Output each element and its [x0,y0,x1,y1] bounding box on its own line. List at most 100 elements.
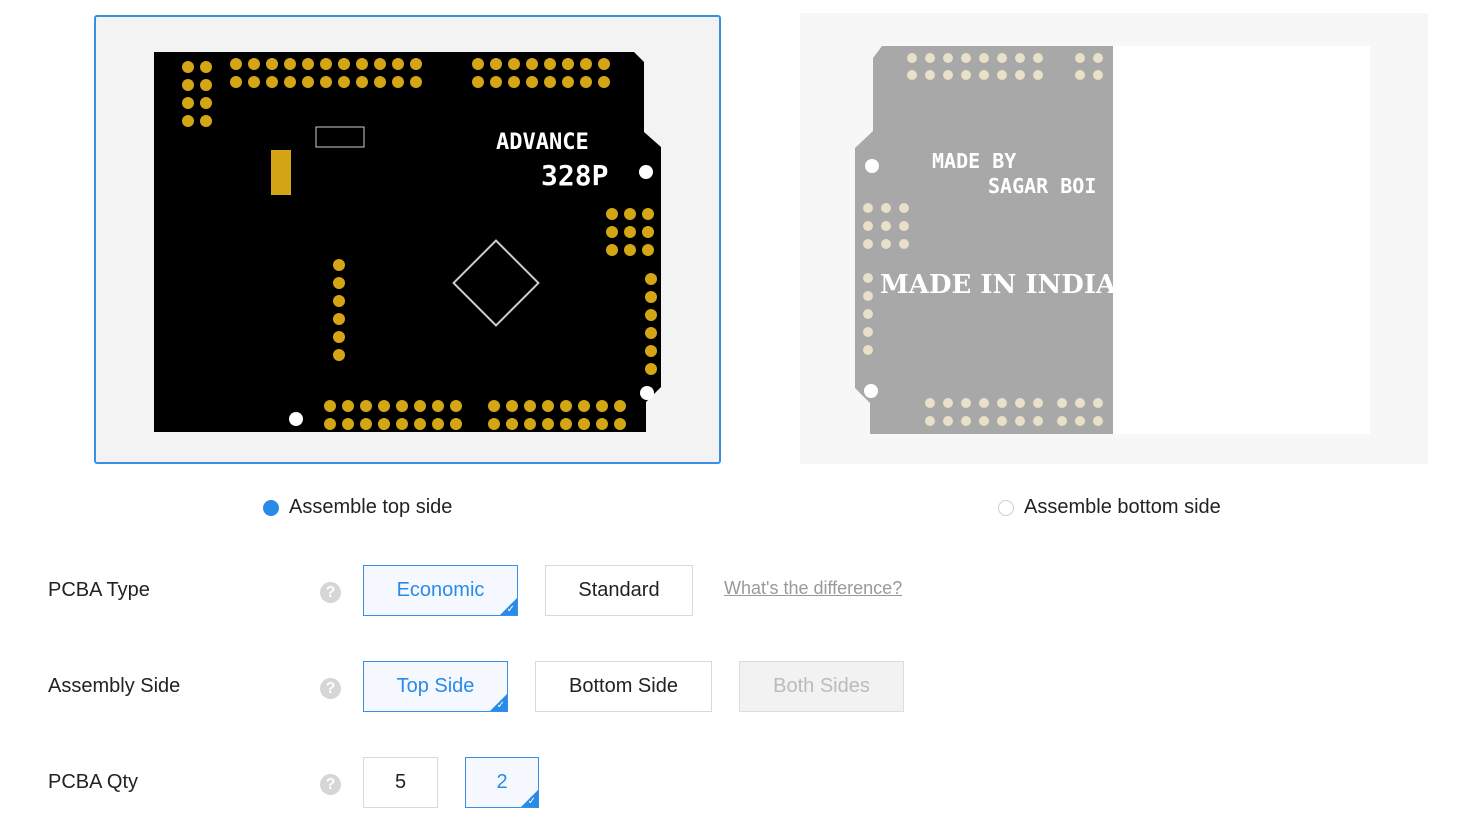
pad [645,345,657,357]
pad [1015,70,1025,80]
pad [472,76,484,88]
pad [360,400,372,412]
pad [863,203,873,213]
assemble-top-label: Assemble top side [289,496,453,518]
pad [490,58,502,70]
pad [414,400,426,412]
pad [524,400,536,412]
radio-unchecked-icon [998,499,1014,516]
pad [333,349,345,361]
pad [248,76,260,88]
pad [333,259,345,271]
pad [374,58,386,70]
pcb-bottom-image: MADE BY SAGAR BOI MADE IN INDIA [855,46,1370,434]
pad [606,208,618,220]
pad [1075,398,1085,408]
pad [863,291,873,301]
pad [863,327,873,337]
help-icon[interactable]: ? [320,678,341,699]
pad [1075,70,1085,80]
pad [562,58,574,70]
pad [182,61,194,73]
both-sides-button: Both Sides [739,661,904,712]
pcb-top-image: ADVANCE 328P [154,52,661,432]
pad [392,76,404,88]
pad [1015,398,1025,408]
pad [410,58,422,70]
pad [333,313,345,325]
pad [182,97,194,109]
pad [614,400,626,412]
pad [881,221,891,231]
svg-text:ADVANCE: ADVANCE [496,130,589,155]
pad [1093,70,1103,80]
bottom-side-button[interactable]: Bottom Side [535,661,712,712]
pad [624,208,636,220]
pad [598,76,610,88]
pad [378,400,390,412]
standard-button[interactable]: Standard [545,565,693,616]
pad [578,400,590,412]
pad [943,70,953,80]
top-side-button[interactable]: Top Side✓ [363,661,508,712]
pad [863,221,873,231]
pad [881,203,891,213]
pad [302,76,314,88]
help-icon[interactable]: ? [320,582,341,603]
pad [925,53,935,63]
pad [606,226,618,238]
pad [560,400,572,412]
radio-checked-icon [263,499,279,516]
help-icon[interactable]: ? [320,774,341,795]
pad [961,416,971,426]
pad [979,70,989,80]
pad [450,418,462,430]
pad [943,53,953,63]
pad [863,345,873,355]
assemble-top-radio[interactable]: Assemble top side [263,496,452,519]
pad [302,58,314,70]
pad [881,239,891,249]
pad [542,400,554,412]
pad [508,76,520,88]
pad [1057,416,1067,426]
pad [488,418,500,430]
pad [338,76,350,88]
pad [614,418,626,430]
difference-link[interactable]: What's the difference? [724,578,903,598]
bottom-side-preview[interactable]: MADE BY SAGAR BOI MADE IN INDIA [800,13,1428,464]
pad [907,70,917,80]
pad [526,58,538,70]
pad [508,58,520,70]
top-side-preview[interactable]: ADVANCE 328P [94,15,721,464]
pad [645,273,657,285]
economic-label: Economic [396,579,485,601]
assemble-bottom-radio[interactable]: Assemble bottom side [998,496,1221,519]
pad [997,53,1007,63]
check-icon: ✓ [527,796,536,807]
qty-2-button[interactable]: 2✓ [465,757,539,808]
pad [432,400,444,412]
pad [645,309,657,321]
pad [979,398,989,408]
assemble-bottom-label: Assemble bottom side [1024,496,1221,518]
pad [642,244,654,256]
economic-button[interactable]: Economic✓ [363,565,518,616]
pad [863,273,873,283]
pcba-qty-label: PCBA Qty [48,771,139,793]
pad [414,418,426,430]
pad [392,58,404,70]
qty-2-label: 2 [496,771,508,793]
pad [472,58,484,70]
pad [863,309,873,319]
pad [925,398,935,408]
pad [200,115,212,127]
pad [374,76,386,88]
qty-5-button[interactable]: 5 [363,757,438,808]
pad [356,76,368,88]
pad [578,418,590,430]
pad [624,226,636,238]
pad [624,244,636,256]
check-icon: ✓ [496,700,505,711]
pad [200,79,212,91]
